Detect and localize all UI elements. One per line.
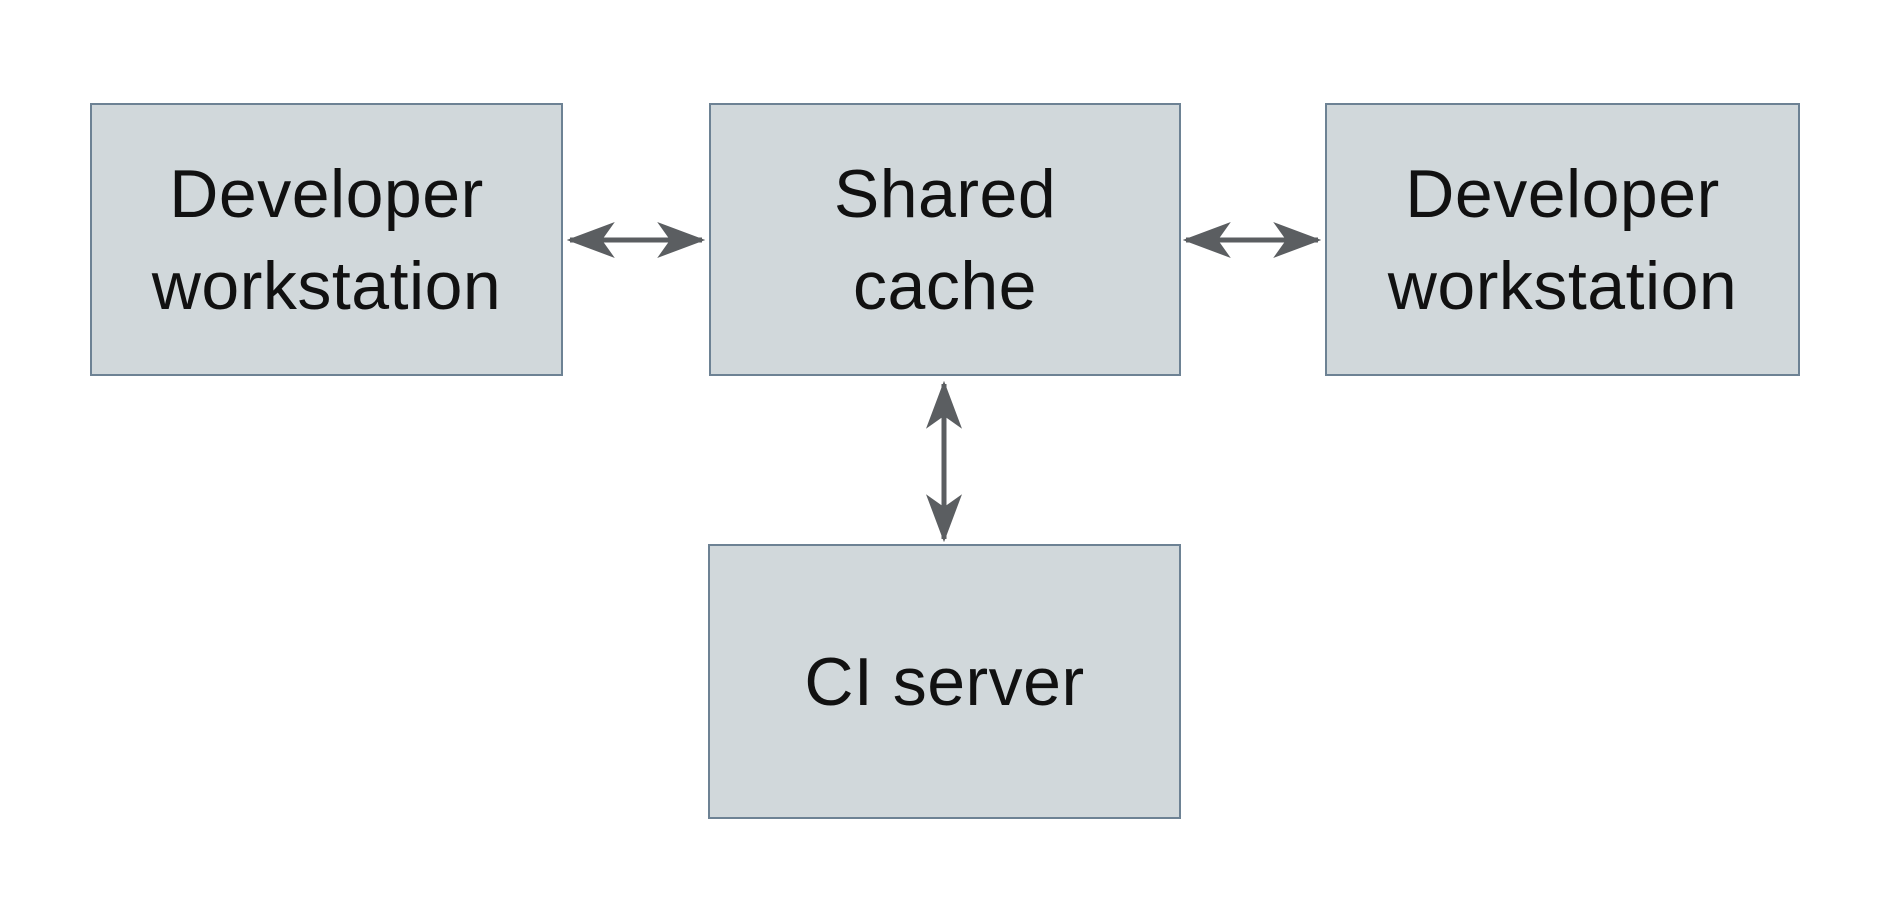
node-shared-cache: Shared cache xyxy=(709,103,1181,376)
node-label-line: workstation xyxy=(151,247,502,324)
node-developer-workstation-left: Developer workstation xyxy=(90,103,563,376)
node-label-line: Developer xyxy=(1405,155,1720,232)
node-label-line: CI server xyxy=(804,643,1085,720)
node-label-line: workstation xyxy=(1387,247,1738,324)
node-label-line: Developer xyxy=(169,155,484,232)
node-label-line: cache xyxy=(853,247,1037,324)
node-ci-server: CI server xyxy=(708,544,1181,819)
node-label-line: Shared xyxy=(833,155,1057,232)
node-developer-workstation-right: Developer workstation xyxy=(1325,103,1800,376)
